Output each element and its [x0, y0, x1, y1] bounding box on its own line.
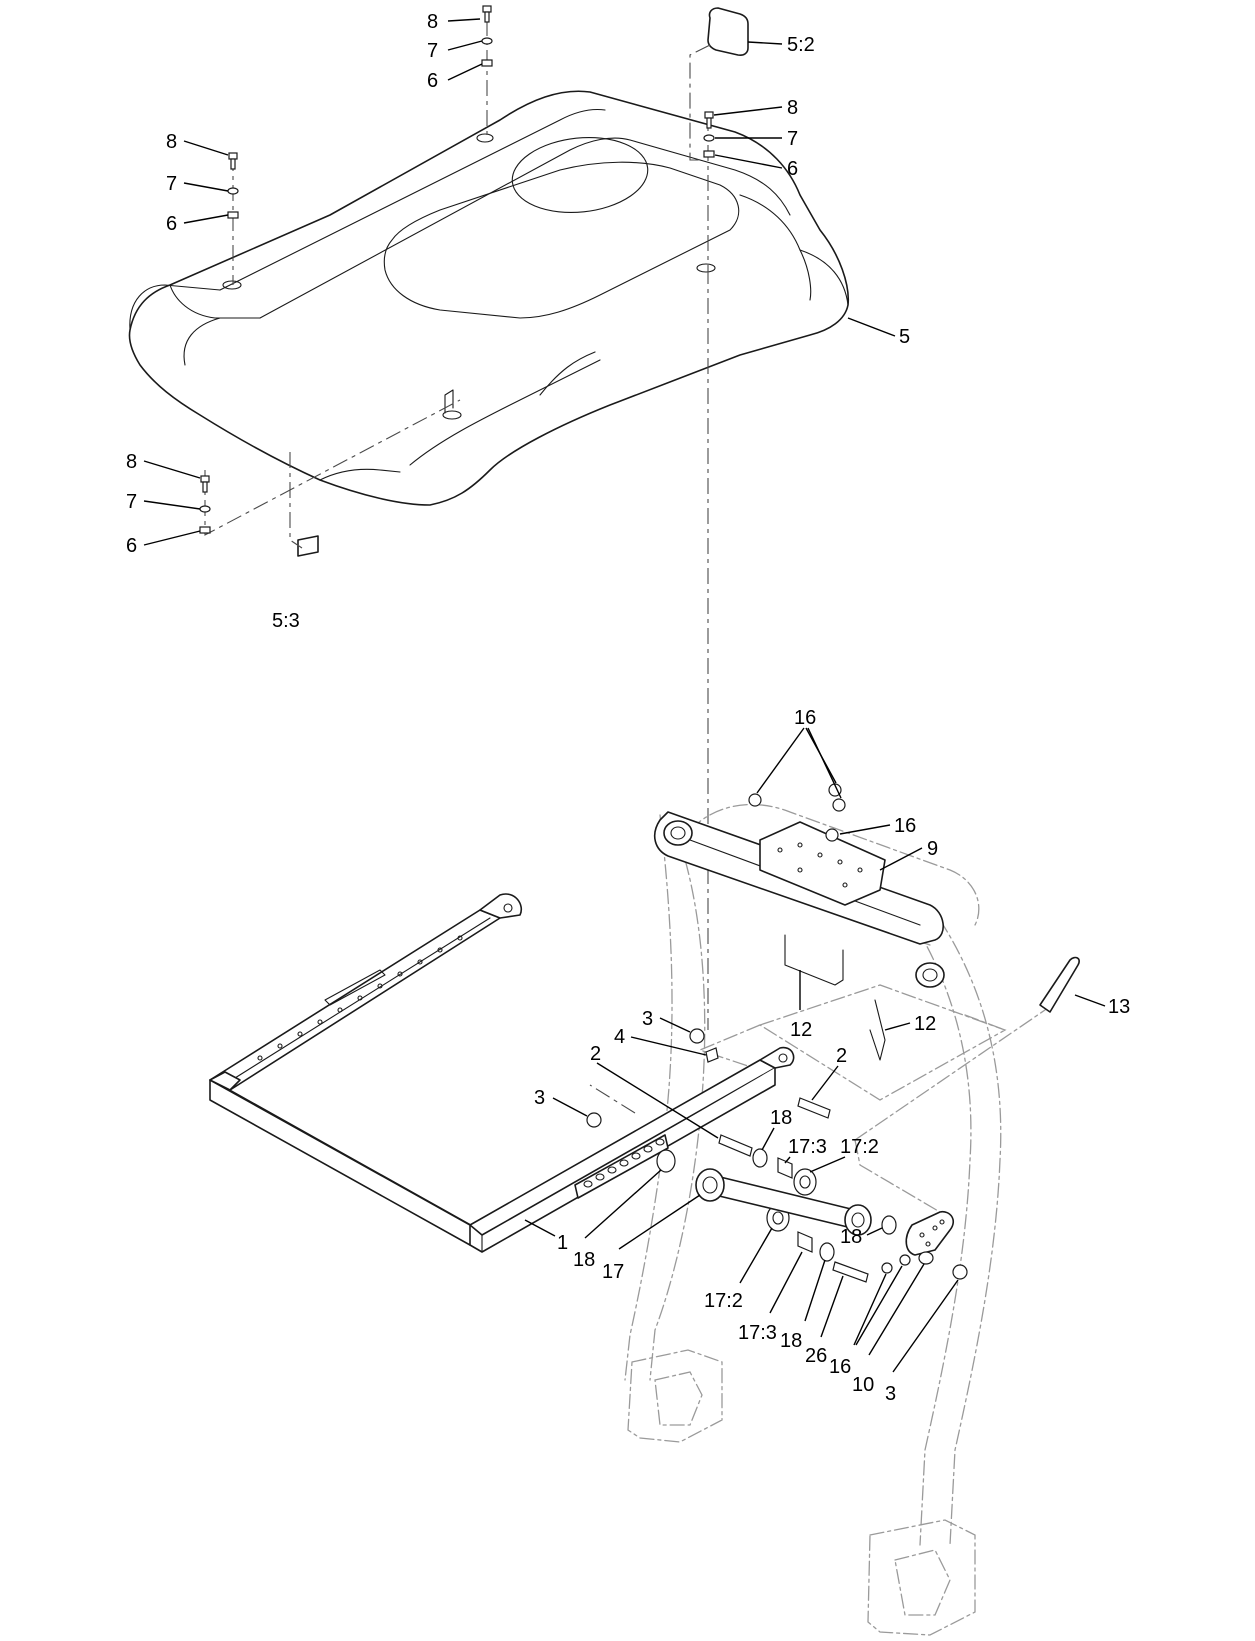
callout-18: 18 — [573, 1249, 595, 1271]
callout-5: 5 — [899, 326, 910, 348]
callout-13: 13 — [1108, 996, 1130, 1018]
decal-5-2 — [707, 7, 749, 56]
callout-7: 7 — [166, 173, 177, 195]
callout-17: 17 — [602, 1261, 624, 1283]
decal-5-3 — [297, 535, 319, 557]
callout-6: 6 — [126, 535, 137, 557]
callout-8: 8 — [427, 11, 438, 33]
hardware-left — [227, 152, 239, 219]
callout-17-3: 17:3 — [738, 1322, 777, 1344]
callout-18: 18 — [770, 1107, 792, 1129]
callout-1: 1 — [557, 1232, 568, 1254]
callout-4: 4 — [614, 1026, 625, 1048]
phantom-frame — [624, 803, 1046, 1636]
callout-26: 26 — [805, 1345, 827, 1367]
callout-17-2: 17:2 — [840, 1136, 879, 1158]
callout-16: 16 — [829, 1356, 851, 1378]
callout-5-2: 5:2 — [787, 34, 815, 56]
callout-7: 7 — [787, 128, 798, 150]
callout-2: 2 — [590, 1043, 601, 1065]
callout-16: 16 — [794, 707, 816, 729]
callout-6: 6 — [166, 213, 177, 235]
seat-frame-part-1 — [209, 893, 795, 1253]
callout-3: 3 — [534, 1087, 545, 1109]
callout-6: 6 — [787, 158, 798, 180]
callout-17-2: 17:2 — [704, 1290, 743, 1312]
callout-8: 8 — [166, 131, 177, 153]
callout-labels: 8 7 6 5:2 8 7 6 8 7 6 5 8 7 6 5:3 16 16 … — [126, 11, 1130, 1405]
seat-cover-part-5 — [128, 90, 850, 506]
callout-5-3: 5:3 — [272, 610, 300, 632]
callout-3: 3 — [642, 1008, 653, 1030]
callout-9: 9 — [927, 838, 938, 860]
callout-18: 18 — [780, 1330, 802, 1352]
callout-7: 7 — [126, 491, 137, 513]
callout-12: 12 — [914, 1013, 936, 1035]
callout-8: 8 — [126, 451, 137, 473]
linkage-hardware — [586, 1028, 968, 1283]
callout-17-3: 17:3 — [788, 1136, 827, 1158]
callout-6: 6 — [427, 70, 438, 92]
callout-7: 7 — [427, 40, 438, 62]
shims-part-12 — [784, 934, 886, 1061]
callout-2: 2 — [836, 1045, 847, 1067]
leader-lines — [143, 18, 1106, 1373]
callout-10: 10 — [852, 1374, 874, 1396]
suspension-bar-part-9 — [653, 811, 945, 988]
callout-16: 16 — [894, 815, 916, 837]
nuts-part-16-top — [748, 783, 846, 842]
callout-18: 18 — [840, 1226, 862, 1248]
callout-8: 8 — [787, 97, 798, 119]
callout-3: 3 — [885, 1383, 896, 1405]
lever-part-13 — [1039, 956, 1080, 1013]
hardware-right — [703, 111, 715, 158]
callout-12: 12 — [790, 1019, 812, 1041]
